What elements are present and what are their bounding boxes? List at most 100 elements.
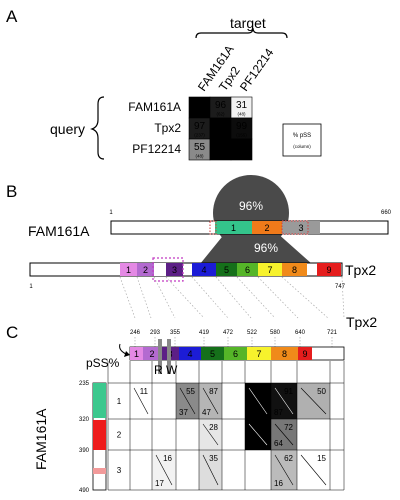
identity-matrix: 100(66)96(62)31(48)97(237)100(247)99(155… bbox=[188, 96, 253, 161]
row-label-2: Tpx2 bbox=[154, 121, 181, 135]
matrix-cell-count: (247) bbox=[215, 133, 226, 138]
fam161a-repeat-3-label: 3 bbox=[298, 223, 303, 233]
fam161a-vbar-repeat-3 bbox=[93, 468, 106, 474]
guide-line bbox=[236, 276, 276, 319]
header-repeat-9-label: 9 bbox=[302, 349, 307, 359]
grid-cell-top-value: 11 bbox=[140, 387, 149, 396]
matrix-cell-value: 100 bbox=[191, 100, 208, 111]
tpx2-repeat-3-label: 3 bbox=[172, 265, 177, 275]
grid-cell-top-value: 91 bbox=[284, 387, 293, 396]
tpx2-repeat-1 bbox=[120, 263, 137, 276]
guide-line bbox=[191, 276, 229, 319]
matrix-cell-count: (237) bbox=[194, 133, 205, 138]
grid-cell-diagonal bbox=[202, 387, 219, 415]
column-boundary-293: 293 bbox=[150, 330, 161, 336]
grid-cell-bottom-value: 17 bbox=[155, 479, 164, 488]
header-repeat-8-label: 8 bbox=[282, 349, 287, 359]
header-repeat-7-label: 7 bbox=[256, 349, 261, 359]
row-boundary-320: 320 bbox=[79, 417, 90, 423]
grid-cell-top-value: 35 bbox=[209, 454, 218, 463]
matrix-cell-count: (66) bbox=[195, 112, 204, 117]
fam161a-repeat-3 bbox=[282, 221, 320, 234]
row-repeat-2: 2 bbox=[117, 431, 122, 440]
grid-cell-top-value: 55 bbox=[186, 387, 195, 396]
matrix-cell-count: (155) bbox=[236, 133, 247, 138]
matrix-cell-value: 96 bbox=[215, 100, 227, 111]
fam161a-dashed-mark-left bbox=[209, 220, 217, 235]
grid-cell-diagonal bbox=[274, 387, 294, 415]
tpx2-repeat-5-label: 5 bbox=[224, 265, 229, 275]
alignment-funnel bbox=[200, 232, 312, 264]
tpx2-repeat-6 bbox=[237, 263, 258, 276]
guide-line bbox=[165, 276, 205, 319]
grid-cell-bottom-value: 47 bbox=[202, 408, 211, 417]
row-repeat-1: 1 bbox=[117, 397, 122, 406]
column-boundary-355: 355 bbox=[170, 330, 181, 336]
matrix-cell-value: 97 bbox=[194, 121, 206, 132]
tpx2-repeat-7 bbox=[258, 263, 282, 276]
matrix-cell-count: (48) bbox=[195, 154, 204, 159]
grid-cell-top-value: 72 bbox=[284, 423, 293, 432]
row-boundary-235: 235 bbox=[79, 381, 90, 387]
matrix-cell-value: 55 bbox=[194, 142, 206, 153]
fam161a-vbar-repeat-1 bbox=[93, 383, 106, 418]
grid-cell-top-value: 28 bbox=[209, 423, 218, 432]
grid-cell-bottom-value: 96 bbox=[248, 439, 257, 448]
w-motif-label: W bbox=[166, 363, 178, 377]
tpx2-repeat-8-label: 8 bbox=[292, 265, 297, 275]
tpx2-repeat-7-label: 7 bbox=[267, 265, 272, 275]
w-motif-mark bbox=[167, 339, 171, 374]
target-brace bbox=[195, 27, 288, 39]
r-motif-mark bbox=[158, 339, 162, 374]
grid-cell-bottom-value: 37 bbox=[179, 408, 188, 417]
matrix-cell-value: 31 bbox=[236, 100, 248, 111]
column-boundary-580: 580 bbox=[270, 330, 281, 336]
tpx2-repeat-2 bbox=[137, 263, 154, 276]
tpx2-bar-label: Tpx2 bbox=[345, 262, 376, 278]
guide-line bbox=[136, 276, 152, 319]
column-boundary-640: 640 bbox=[295, 330, 306, 336]
header-repeat-2 bbox=[143, 347, 161, 360]
grid-cell-bottom-value: 92 bbox=[248, 408, 257, 417]
grid-cell-diagonal bbox=[133, 387, 149, 415]
tpx2-end: 747 bbox=[335, 284, 346, 290]
guide-line bbox=[153, 276, 176, 319]
grid-cell-diagonal bbox=[179, 387, 196, 415]
grid-cell-diagonal bbox=[248, 387, 268, 415]
row-label-3: PF12214 bbox=[132, 142, 181, 156]
fam161a-vbar-repeat-2 bbox=[93, 420, 106, 450]
fam161a-end: 660 bbox=[381, 210, 392, 216]
header-repeat-2-label: 2 bbox=[149, 349, 154, 359]
panel-b-letter: B bbox=[6, 182, 17, 201]
header-repeat-5-label: 5 bbox=[210, 349, 215, 359]
matrix-cell-count: (48) bbox=[237, 112, 246, 117]
panel-c-letter: C bbox=[6, 323, 18, 342]
grid-cell-diagonal bbox=[202, 423, 219, 446]
grid-cell-bottom-value: 87 bbox=[274, 408, 283, 417]
fam161a-bar-label: FAM161A bbox=[28, 223, 90, 239]
header-repeat-1 bbox=[130, 347, 143, 360]
column-boundary-419: 419 bbox=[199, 330, 210, 336]
guide-line bbox=[257, 276, 299, 319]
column-boundary-721: 721 bbox=[327, 330, 338, 336]
guide-line bbox=[119, 276, 136, 319]
grid-cell-bottom-value: 16 bbox=[274, 479, 283, 488]
matrix-cell bbox=[230, 138, 253, 161]
tpx2-axis-label: Tpx2 bbox=[346, 314, 377, 330]
tpx2-repeat-2-label: 2 bbox=[143, 265, 148, 275]
matrix-cell-value: 100 bbox=[212, 121, 229, 132]
matrix-cell-count: (155) bbox=[236, 154, 247, 159]
tpx2-repeat-4 bbox=[192, 263, 216, 276]
tpx2-gap bbox=[154, 263, 166, 276]
column-boundary-522: 522 bbox=[247, 330, 258, 336]
fam161a-dashed-mark-right bbox=[281, 220, 309, 235]
header-repeat-5 bbox=[201, 347, 224, 360]
matrix-cell-value: 99 bbox=[236, 121, 248, 132]
